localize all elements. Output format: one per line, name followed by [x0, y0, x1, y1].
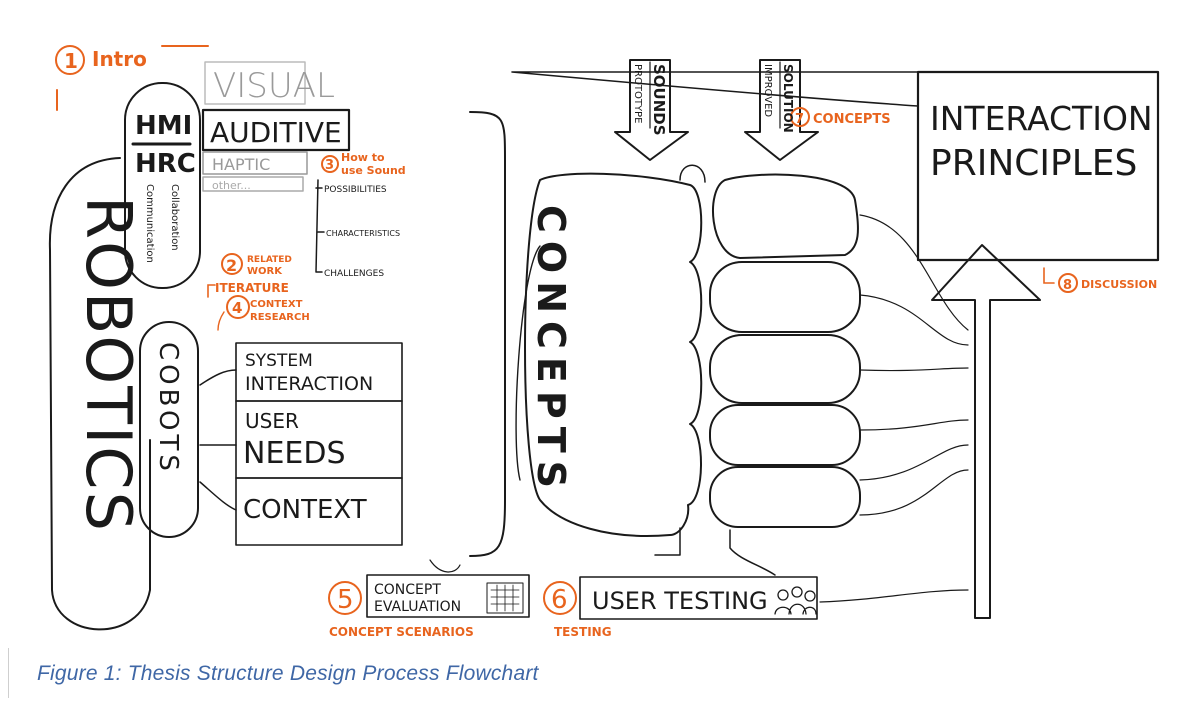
hrc-label: HRC	[135, 149, 196, 179]
concept-evaluation-number: 5	[337, 585, 354, 615]
discussion-number: 8	[1063, 278, 1072, 293]
testing-label: TESTING	[554, 625, 612, 639]
user-needs-line1: USER	[245, 409, 299, 433]
concept-evaluation-line1: CONCEPT	[374, 582, 441, 598]
how-to-use-sound-line1: How to	[341, 151, 385, 164]
user-testing-number: 6	[551, 585, 568, 615]
figure-caption: Figure 1: Thesis Structure Design Proces…	[37, 662, 539, 686]
context-label: CONTEXT	[243, 495, 367, 525]
people-icon	[775, 587, 816, 614]
concept-scenarios-label: CONCEPT SCENARIOS	[329, 625, 474, 639]
interaction-principles-line1: INTERACTION	[930, 99, 1153, 138]
results-up-arrow	[932, 245, 1040, 618]
concepts-7-label: CONCEPTS	[813, 112, 891, 127]
how-to-use-sound-number: 3	[325, 158, 334, 173]
collaboration-label: Collaboration	[169, 184, 180, 251]
solution-label: SOLUTION	[781, 64, 795, 133]
robotics-label: ROBOTICS	[72, 196, 145, 533]
improved-label: IMPROVED	[762, 64, 773, 117]
page-left-rule	[8, 648, 9, 698]
related-work-line1: RELATED	[247, 255, 292, 265]
auditive-label: AUDITIVE	[210, 116, 342, 149]
discussion-label: DISCUSSION	[1081, 278, 1157, 291]
intro-number: 1	[64, 49, 78, 73]
cobots-label: COBOTS	[153, 342, 183, 475]
prototype-label: PROTOTYPE	[632, 64, 643, 123]
related-work-line2: WORK	[247, 266, 283, 277]
system-interaction-line1: SYSTEM	[245, 351, 313, 371]
related-work-number: 2	[226, 256, 237, 275]
visual-label: VISUAL	[213, 66, 335, 106]
sounds-label: SOUNDS	[650, 64, 668, 136]
context-research-number: 4	[232, 299, 242, 317]
how-to-use-sound-line2: use Sound	[341, 164, 406, 177]
literature-label: ITERATURE	[215, 281, 289, 295]
user-testing-label: USER TESTING	[592, 587, 768, 615]
concept-stack-right	[713, 175, 858, 258]
system-interaction-line2: INTERACTION	[245, 373, 373, 395]
context-research-line2: RESEARCH	[250, 312, 310, 323]
intro-label: Intro	[92, 47, 147, 71]
concepts-7-number: 7	[795, 112, 804, 127]
haptic-label: HAPTIC	[212, 155, 270, 174]
possibilities-label: POSSIBILITIES	[324, 185, 387, 195]
other-label: other...	[212, 179, 251, 192]
interaction-principles-line2: PRINCIPLES	[930, 143, 1137, 184]
characteristics-label: CHARACTERISTICS	[326, 229, 400, 238]
user-needs-line2: NEEDS	[243, 436, 346, 471]
thesis-flowchart: 1 Intro HMI HRC Communication Collaborat…	[0, 0, 1187, 650]
context-research-line1: CONTEXT	[250, 299, 303, 310]
hmi-label: HMI	[135, 111, 192, 141]
challenges-label: CHALLENGES	[324, 269, 384, 279]
concept-evaluation-line2: EVALUATION	[374, 599, 461, 615]
concepts-bracket	[470, 112, 505, 556]
concepts-vertical-label: CONCEPTS	[529, 205, 573, 496]
